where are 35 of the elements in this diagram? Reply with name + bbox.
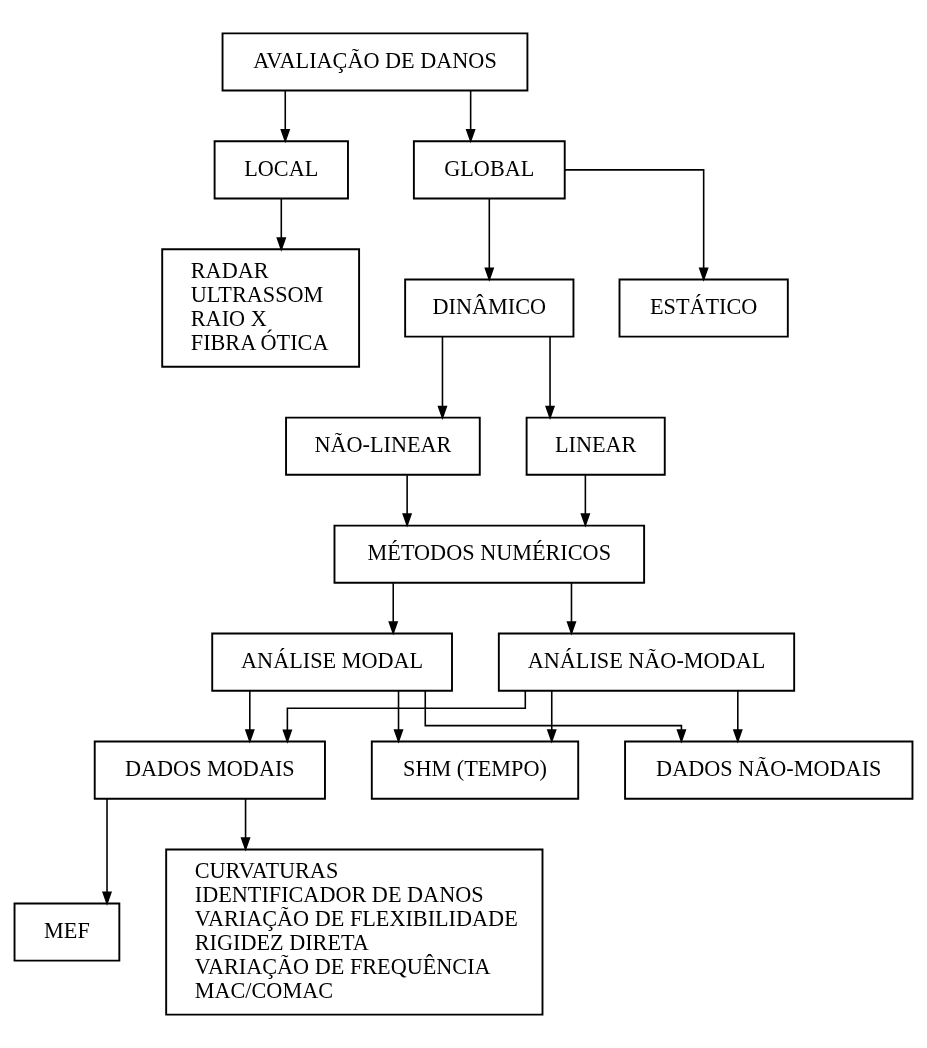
arrow — [437, 335, 448, 420]
node-box: DINÂMICO — [404, 278, 575, 338]
arrow — [580, 474, 591, 528]
node-box: SHM (TEMPO) — [370, 740, 580, 800]
arrow — [388, 582, 399, 636]
arrow — [280, 90, 291, 144]
arrow — [545, 335, 556, 420]
node-box: DADOS NÃO-MODAIS — [624, 740, 914, 800]
arrow — [393, 690, 404, 744]
node-box: MÉTODOS NUMÉRICOS — [333, 524, 646, 584]
arrow — [282, 690, 527, 744]
arrow — [244, 690, 255, 744]
node-box: RADAR ULTRASSOM RAIO X FIBRA ÓTICA — [161, 248, 361, 368]
arrow — [276, 197, 287, 252]
node-box: AVALIAÇÃO DE DANOS — [221, 32, 529, 92]
node-box: NÃO-LINEAR — [285, 416, 481, 476]
arrow — [546, 690, 557, 744]
arrow — [402, 474, 413, 528]
node-box: GLOBAL — [412, 140, 566, 200]
node-box: ANÁLISE NÃO-MODAL — [497, 632, 796, 692]
node-box: LINEAR — [525, 416, 666, 476]
arrow — [424, 690, 687, 744]
node-box: MEF — [13, 902, 121, 962]
node-box: CURVATURAS IDENTIFICADOR DE DANOS VARIAÇÃO DE FLEXIBILIDADE RIGIDEZ DIRETA VARIAÇÃO DE FREQUÊNCIA MAC/COMAC — [165, 848, 544, 1016]
node-box: ANÁLISE MODAL — [211, 632, 453, 692]
node-box: ESTÁTICO — [618, 278, 789, 338]
arrow — [564, 169, 709, 282]
arrow — [240, 798, 251, 852]
arrow — [465, 90, 476, 144]
node-box: LOCAL — [213, 140, 349, 200]
arrow — [732, 690, 743, 744]
arrow — [102, 798, 113, 906]
arrow — [484, 197, 495, 282]
node-box: DADOS MODAIS — [93, 740, 326, 800]
arrow — [566, 582, 577, 636]
